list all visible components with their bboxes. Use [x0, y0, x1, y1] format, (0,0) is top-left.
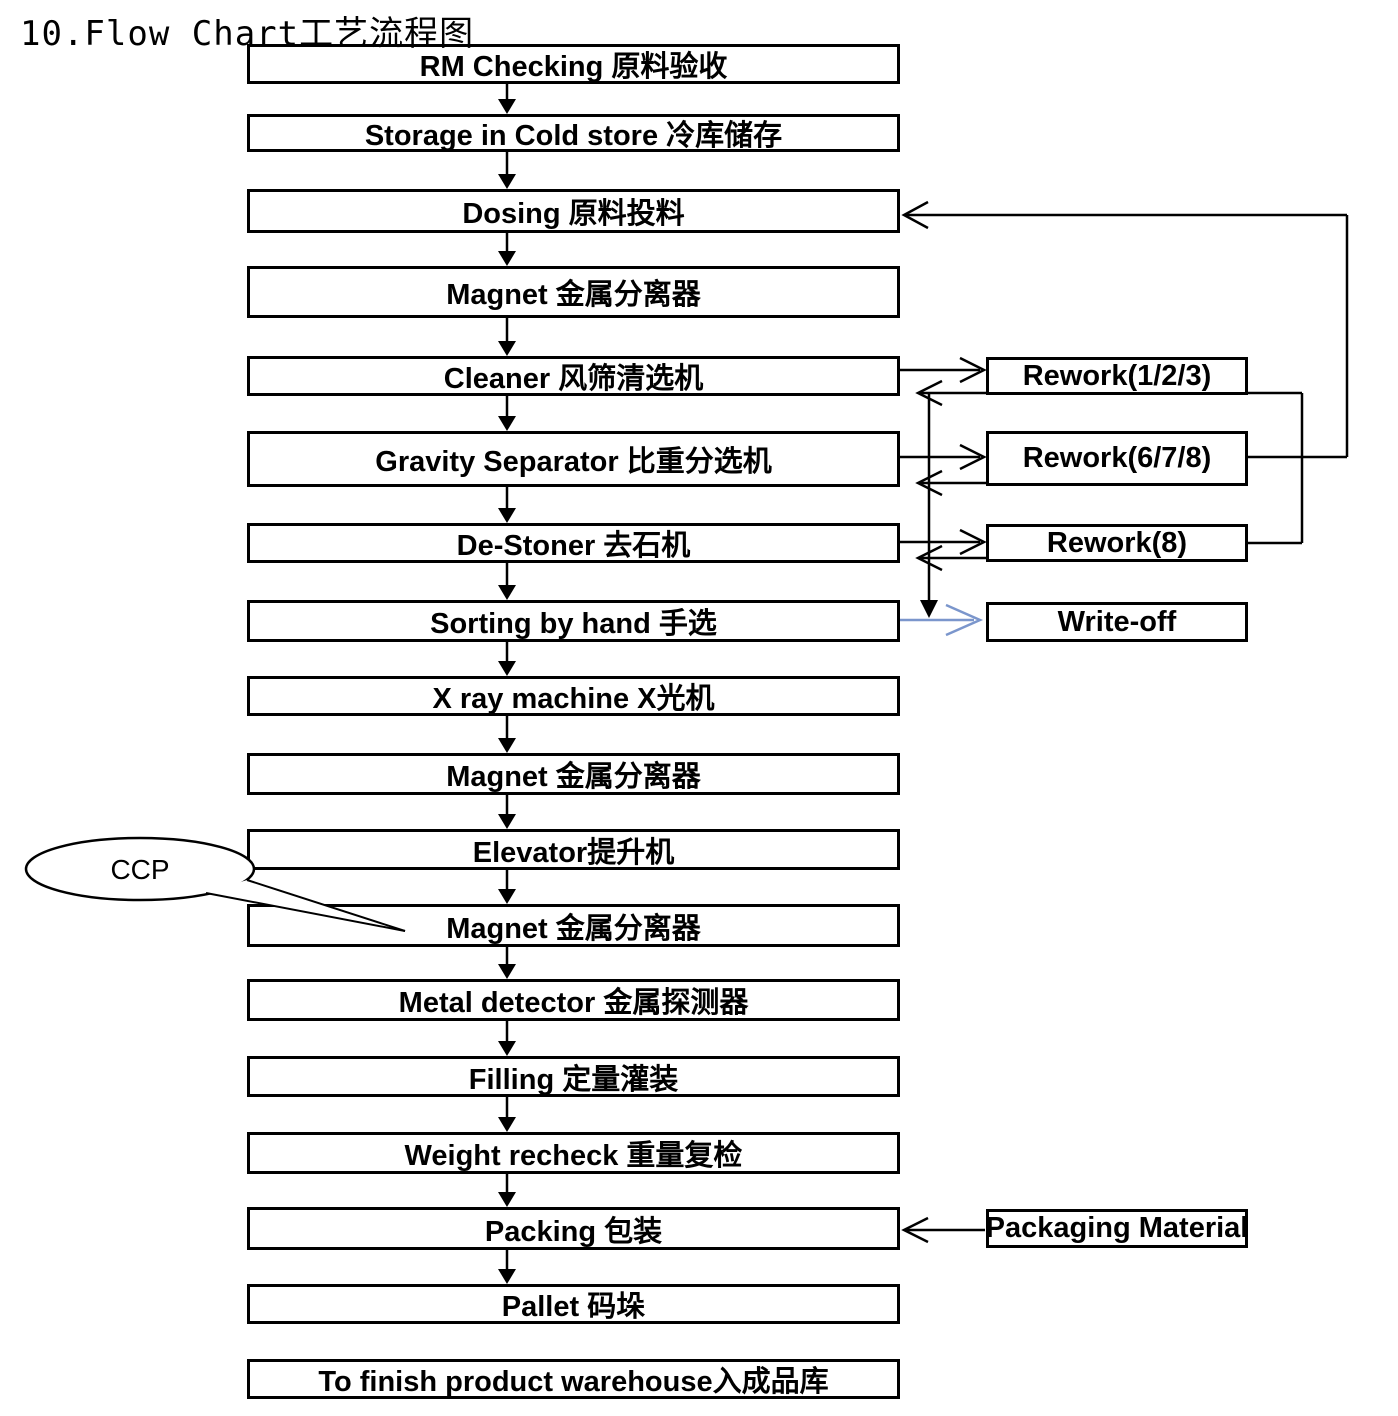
sorting-to-writeoff-arrow	[897, 603, 984, 637]
flow-box-magnet-1: Magnet 金属分离器	[247, 266, 900, 318]
flow-connector-arrowhead	[498, 738, 516, 753]
page-title: 10.Flow Chart工艺流程图	[20, 14, 475, 54]
flow-box-cold-storage: Storage in Cold store 冷库储存	[247, 114, 900, 152]
rework-right-merge-path	[1248, 391, 1304, 545]
gravity-to-rework678-arrow	[900, 443, 987, 471]
packaging-to-packing-arrow	[901, 1216, 985, 1244]
cleaner-to-rework123-arrow	[900, 356, 987, 384]
flow-box-de-stoner: De-Stoner 去石机	[247, 523, 900, 563]
flow-box-gravity-separator: Gravity Separator 比重分选机	[247, 431, 900, 487]
flow-connector-arrowhead	[498, 174, 516, 189]
flow-connector-arrowhead	[498, 889, 516, 904]
flow-connector-arrowhead	[498, 964, 516, 979]
flow-box-weight-recheck: Weight recheck 重量复检	[247, 1132, 900, 1174]
flow-box-x-ray-machine: X ray machine X光机	[247, 676, 900, 716]
flow-connector-arrowhead	[498, 416, 516, 431]
flow-connector-arrowhead	[498, 661, 516, 676]
flow-connector-arrowhead	[498, 585, 516, 600]
flow-box-magnet-3-ccp: Magnet 金属分离器	[247, 904, 900, 947]
write-off-box: Write-off	[986, 602, 1248, 642]
flow-box-dosing: Dosing 原料投料	[247, 189, 900, 233]
flow-box-elevator: Elevator提升机	[247, 829, 900, 870]
flow-connector-arrowhead	[498, 1192, 516, 1207]
flow-connector-arrowhead	[498, 99, 516, 114]
rework-123-box: Rework(1/2/3)	[986, 357, 1248, 395]
destoner-to-rework8-arrow	[900, 528, 987, 556]
flow-box-filling: Filling 定量灌装	[247, 1056, 900, 1097]
flow-box-magnet-2: Magnet 金属分离器	[247, 753, 900, 795]
flow-connector-arrowhead	[498, 341, 516, 356]
flow-connector-arrowhead	[498, 1117, 516, 1132]
flow-box-pallet: Pallet 码垛	[247, 1284, 900, 1324]
flow-box-metal-detector: Metal detector 金属探测器	[247, 979, 900, 1021]
flow-connector-arrowhead	[498, 814, 516, 829]
flow-box-rm-checking: RM Checking 原料验收	[247, 44, 900, 84]
flow-connector-arrowhead	[498, 251, 516, 266]
main-flow-connectors	[498, 84, 516, 1284]
flow-connector-arrowhead	[498, 1269, 516, 1284]
rework-collector-down-arrow	[920, 393, 938, 618]
arrowhead-into-dosing	[901, 200, 929, 230]
flow-connector-arrowhead	[498, 508, 516, 523]
flow-box-finish-warehouse: To finish product warehouse入成品库	[247, 1359, 900, 1399]
rework678-return-arrow	[915, 469, 986, 497]
rework123-return-arrow	[915, 379, 986, 407]
flow-box-cleaner: Cleaner 风筛清选机	[247, 356, 900, 396]
packaging-material-box: Packaging Material	[986, 1209, 1248, 1248]
rework-678-box: Rework(6/7/8)	[986, 431, 1248, 486]
flow-connector-arrowhead	[498, 1041, 516, 1056]
flow-box-sorting-by-hand: Sorting by hand 手选	[247, 600, 900, 642]
rework-8-box: Rework(8)	[986, 524, 1248, 562]
rework8-return-arrow	[915, 544, 986, 572]
flow-box-packing: Packing 包装	[247, 1207, 900, 1250]
rework-return-to-dosing-path	[901, 200, 1349, 459]
